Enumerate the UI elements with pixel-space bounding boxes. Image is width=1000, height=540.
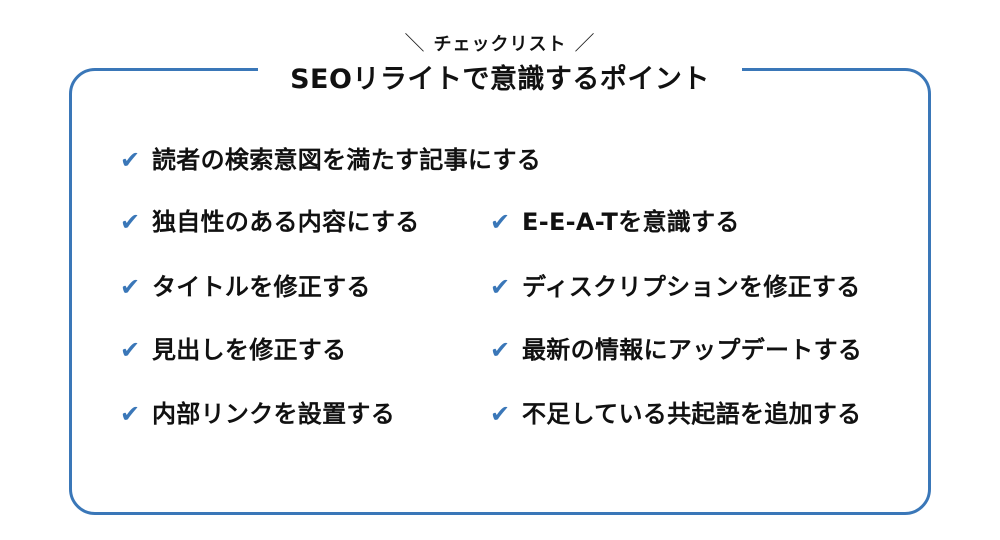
checklist-item-label: 読者の検索意図を満たす記事にする xyxy=(152,146,542,174)
check-icon: ✔ xyxy=(490,336,511,364)
page-title: SEOリライトで意識するポイント xyxy=(290,64,710,95)
check-icon: ✔ xyxy=(120,146,141,174)
check-icon: ✔ xyxy=(490,273,511,301)
title-gap xyxy=(258,60,742,80)
check-icon: ✔ xyxy=(490,208,511,236)
check-icon: ✔ xyxy=(490,400,511,428)
check-icon: ✔ xyxy=(120,208,141,236)
checklist-item-label: E-E-A-Tを意識する xyxy=(522,208,740,236)
checklist-item-label: 見出しを修正する xyxy=(152,336,347,364)
checklist-item: ✔ 不足している共起語を追加する xyxy=(490,397,861,431)
checklist-item-label: 独自性のある内容にする xyxy=(152,208,420,236)
slash-deco-icon: ／ xyxy=(574,31,596,55)
subtitle: ＼ チェックリスト ／ xyxy=(0,31,1000,57)
checklist-item: ✔ 読者の検索意図を満たす記事にする xyxy=(120,143,541,177)
backslash-deco-icon: ＼ xyxy=(404,31,426,55)
checklist-item-label: 内部リンクを設置する xyxy=(152,400,395,428)
checklist-item-label: 不足している共起語を追加する xyxy=(522,400,862,428)
checklist-item-label: 最新の情報にアップデートする xyxy=(522,336,863,364)
checklist-item: ✔ 独自性のある内容にする xyxy=(120,205,420,239)
checklist-item: ✔ E-E-A-Tを意識する xyxy=(490,205,740,239)
checklist-item-label: ディスクリプションを修正する xyxy=(522,273,861,301)
checklist-item-label: タイトルを修正する xyxy=(152,273,371,301)
checklist-item: ✔ 見出しを修正する xyxy=(120,333,346,367)
check-icon: ✔ xyxy=(120,336,141,364)
check-icon: ✔ xyxy=(120,400,141,428)
checklist-item: ✔ ディスクリプションを修正する xyxy=(490,270,861,304)
checklist-item: ✔ 内部リンクを設置する xyxy=(120,397,395,431)
subtitle-text: チェックリスト xyxy=(433,34,567,55)
check-icon: ✔ xyxy=(120,273,141,301)
checklist-item: ✔ タイトルを修正する xyxy=(120,270,371,304)
checklist-item: ✔ 最新の情報にアップデートする xyxy=(490,333,862,367)
